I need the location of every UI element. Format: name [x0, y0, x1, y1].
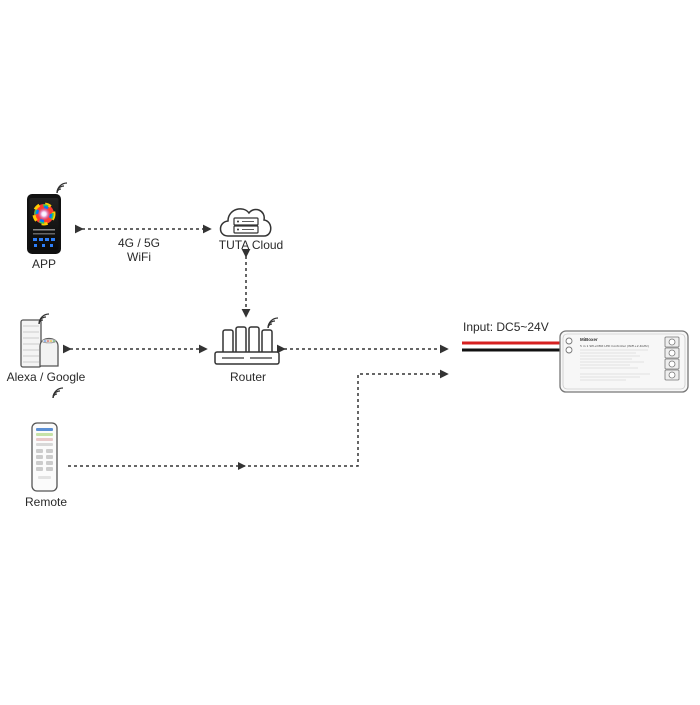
- router-label: Router: [229, 370, 267, 384]
- power-wires: [462, 341, 562, 352]
- phone-icon: [27, 194, 61, 254]
- router-icon: [214, 326, 280, 365]
- input-voltage-label: Input: DC5~24V: [463, 320, 549, 334]
- cloud-label: TUTA Cloud: [218, 238, 284, 252]
- app-label: APP: [31, 257, 57, 271]
- led-controller-module: MiBoxer 5 in 1 SPI+DMX LED Controller (W…: [559, 330, 689, 393]
- link-remote-controller: [68, 369, 449, 470]
- wifi-signal-icon: [56, 182, 68, 194]
- wifi-signal-icon: [52, 387, 64, 399]
- controller-brand: MiBoxer: [580, 337, 598, 342]
- smart-speaker-icon: [20, 319, 59, 368]
- controller-subtitle: 5 in 1 SPI+DMX LED Controller (WiFi+2.4G…: [580, 344, 649, 348]
- wifi-label: WiFi: [127, 250, 151, 264]
- remote-control-icon: [31, 422, 58, 492]
- wifi-signal-icon: [38, 313, 50, 325]
- wifi-signal-icon: [267, 317, 279, 329]
- cloud-icon: [219, 208, 272, 237]
- remote-label: Remote: [24, 495, 68, 509]
- link-app-cloud-label: 4G / 5G WiFi: [118, 236, 160, 264]
- alexa-google-label: Alexa / Google: [6, 370, 86, 384]
- network-type-label: 4G / 5G: [117, 236, 161, 250]
